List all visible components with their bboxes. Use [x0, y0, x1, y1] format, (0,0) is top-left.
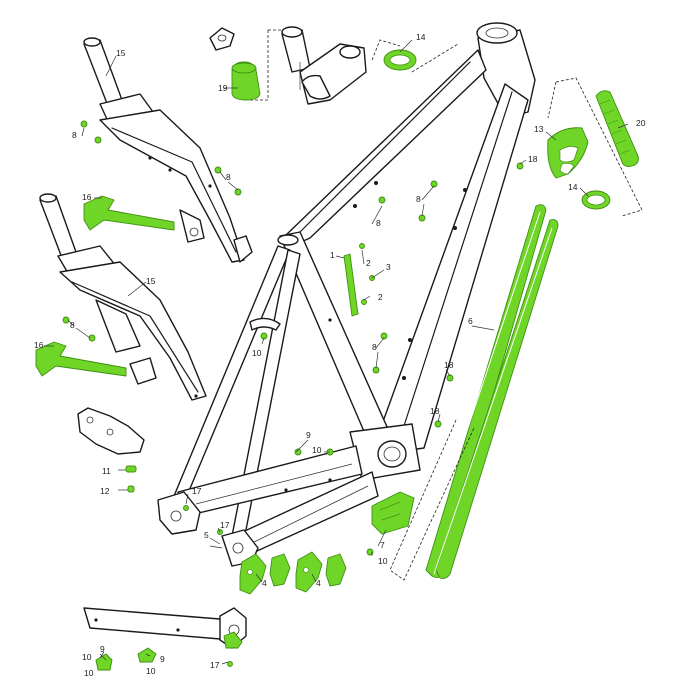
part-16-thru-axle-lower: [35, 341, 127, 377]
part-14-headset-ring-top: [383, 49, 417, 71]
rear-dropout-left: [157, 491, 201, 535]
callout-16-upper: 16: [82, 192, 92, 202]
callout-5: 5: [204, 530, 209, 540]
callout-8-e: 8: [376, 218, 381, 228]
callout-17-c: 17: [210, 660, 220, 670]
callout-16-lower: 16: [34, 340, 44, 350]
callout-10-d: 10: [82, 652, 92, 662]
fork-lower-blade: [59, 261, 207, 401]
callout-8-a: 8: [72, 130, 77, 140]
callout-2-b: 2: [378, 292, 383, 302]
head-tube-top: [476, 22, 518, 44]
callout-13: 13: [534, 124, 544, 134]
part-20-protector-sleeve: [595, 90, 639, 167]
callout-9-b: 9: [100, 644, 105, 654]
callout-15-lower: 15: [146, 276, 156, 286]
part-1-cable-plate: [343, 253, 359, 317]
part-13-chain-guard: [547, 127, 589, 179]
callout-10-c: 10: [378, 556, 388, 566]
callout-8-f: 8: [372, 342, 377, 352]
callout-8-b: 8: [226, 172, 231, 182]
hanger-mount-piece: [77, 407, 145, 455]
part-4-derailleur-hangers: [239, 551, 347, 595]
fork-upper-crown: [99, 109, 245, 263]
callout-19: 19: [218, 83, 228, 93]
fork-upper: [83, 37, 253, 263]
callout-3: 3: [386, 262, 391, 272]
leader-lines: [44, 39, 629, 665]
callout-18-c: 18: [430, 406, 440, 416]
fork-lower: [39, 193, 207, 401]
dashed-box-strips: [389, 419, 475, 581]
spacer-top-cap: [209, 27, 235, 51]
part-9-10-bottom-hardware: [95, 631, 243, 671]
callout-9-c: 9: [160, 654, 165, 664]
callout-7: 7: [380, 540, 385, 550]
callout-12: 12: [100, 486, 110, 496]
callout-8-d: 8: [416, 194, 421, 204]
callout-11: 11: [102, 466, 111, 476]
callout-4-b: 4: [316, 578, 321, 588]
small-bolts: [62, 120, 524, 667]
part-6-frame-protector-strips: [419, 204, 559, 579]
stem-assembly: [209, 26, 459, 105]
main-frame: [157, 22, 536, 567]
callout-10-f: 10: [84, 668, 94, 678]
callout-14-bottom: 14: [568, 182, 578, 192]
callout-labels: 15 8 8 16 15 8 16 19 14 20 13 14 18 8 8 …: [34, 32, 646, 678]
callout-9-a: 9: [306, 430, 311, 440]
callout-1: 1: [330, 250, 335, 260]
chainstay-detail: [83, 607, 247, 649]
bottom-bracket-shell: [377, 440, 407, 468]
callout-10-e: 10: [146, 666, 156, 676]
callout-10-b: 10: [312, 445, 322, 455]
callout-17-b: 17: [220, 520, 230, 530]
callout-17-a: 17: [192, 486, 202, 496]
callout-4-a: 4: [262, 578, 267, 588]
callout-6: 6: [468, 316, 473, 326]
dashed-box-right: [547, 77, 643, 217]
callout-2-a: 2: [366, 258, 371, 268]
fork-lower-steerer: [39, 195, 77, 259]
part-19-compression-plug: [231, 61, 261, 101]
callout-18-a: 18: [528, 154, 538, 164]
part-7-bash-guard: [371, 491, 415, 535]
callout-18-b: 18: [444, 360, 454, 370]
callout-8-c: 8: [70, 320, 75, 330]
part-11-12-bolt: [125, 465, 137, 493]
part-16-thru-axle-upper: [83, 195, 175, 231]
part-14-headset-ring-bottom: [581, 190, 611, 210]
callout-15-upper: 15: [116, 48, 126, 58]
callout-10-a: 10: [252, 348, 262, 358]
callout-20: 20: [636, 118, 646, 128]
callout-14-top: 14: [416, 32, 426, 42]
